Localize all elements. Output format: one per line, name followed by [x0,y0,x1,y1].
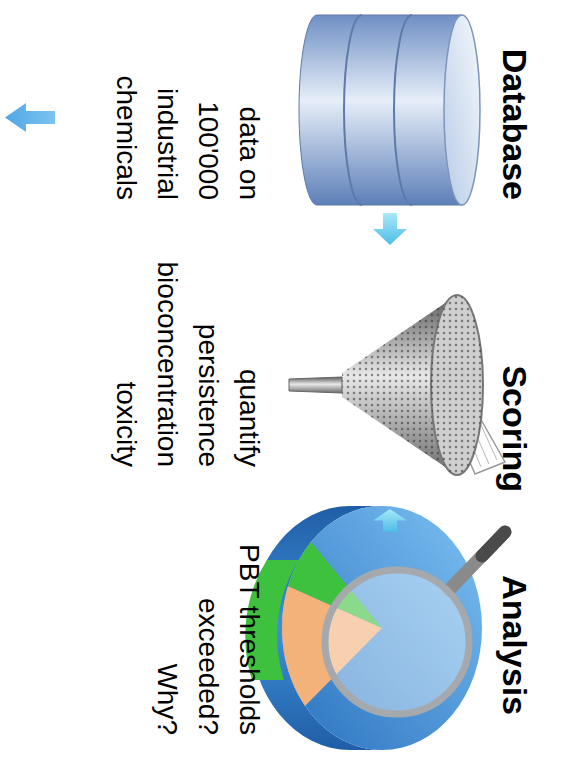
stage-description: PBT thresholds exceeded? Why? [147,535,270,735]
database-icon [299,15,480,205]
side-arrow [5,103,55,132]
flow-arrow [373,213,407,245]
pie-chart-icon [245,506,505,750]
stage-column: Analysis PBT thresholds exceeded? Why? [82,512,542,752]
stage-heading: Analysis [495,575,535,715]
stage-column: Database data on 100'000 industrial chemi… [82,15,542,210]
stage-description: data on 100'000 industrial chemicals [106,65,270,200]
stage-heading: Database [495,49,535,200]
flow-arrow [373,509,407,532]
stage-description: quantify persistence bioconcentration to… [106,252,270,467]
stage-column: Scoring quantify persistence bioconcentra… [82,248,542,529]
funnel-icon [289,295,505,475]
stage-heading: Scoring [495,365,535,492]
